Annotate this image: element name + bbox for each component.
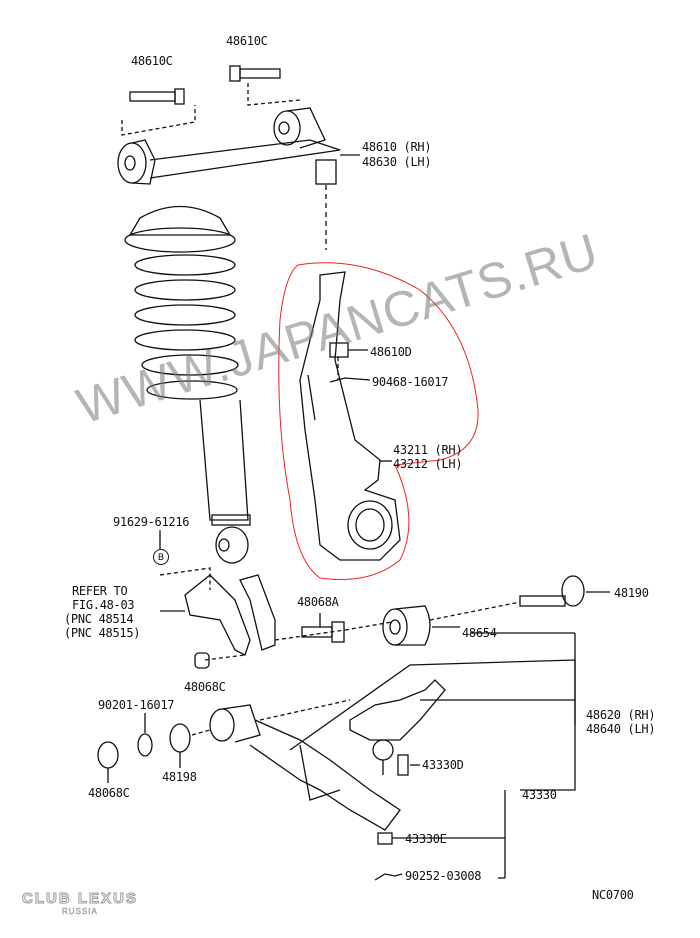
- label-48640-lh: 48640 (LH): [586, 722, 656, 736]
- refer-line-3: (PNC 48514: [64, 612, 134, 626]
- label-48610d: 48610D: [370, 345, 412, 359]
- club-lexus-logo: CLUB LEXUS RUSSIA: [22, 890, 138, 917]
- label-91629-61216: 91629-61216: [113, 515, 190, 529]
- lower-control-arm: [209, 632, 576, 881]
- label-48620-rh: 48620 (RH): [586, 708, 656, 722]
- label-90468-16017: 90468-16017: [372, 375, 449, 389]
- label-43211-rh: 43211 (RH): [393, 443, 463, 457]
- label-48610-rh: 48610 (RH): [362, 140, 432, 154]
- diagram-code: NC0700: [592, 888, 634, 902]
- label-43212-lh: 43212 (LH): [393, 457, 463, 471]
- refer-line-1: REFER TO: [72, 584, 128, 598]
- label-48610c-left: 48610C: [131, 54, 173, 68]
- upper-bolt-left: [121, 88, 196, 136]
- refer-line-4: (PNC 48515): [64, 626, 141, 640]
- bolt-48190: [519, 575, 610, 607]
- label-48630-lh: 48630 (LH): [362, 155, 432, 169]
- coil-spring-strut: [124, 205, 251, 590]
- label-48190: 48190: [614, 586, 649, 600]
- bushing-48654: [382, 601, 521, 646]
- logo-line-2: RUSSIA: [62, 907, 98, 917]
- upper-bolt-right: [229, 65, 301, 106]
- logo-line-1: CLUB LEXUS: [22, 890, 138, 908]
- refer-line-2: FIG.48-03: [72, 598, 135, 612]
- label-90201-16017: 90201-16017: [98, 698, 175, 712]
- b-badge: B: [153, 549, 169, 565]
- steering-knuckle: [299, 271, 401, 561]
- bracket: [160, 574, 346, 661]
- small-hardware: [97, 652, 211, 783]
- label-48068a: 48068A: [297, 595, 339, 609]
- label-48198: 48198: [162, 770, 197, 784]
- label-43330d: 43330D: [422, 758, 464, 772]
- bolt-48068a: [301, 613, 393, 643]
- label-48610c-right: 48610C: [226, 34, 268, 48]
- label-48068c-lower: 48068C: [88, 786, 130, 800]
- knuckle-highlight: [278, 262, 479, 581]
- upper-control-arm: [117, 107, 360, 250]
- label-48654: 48654: [462, 626, 497, 640]
- label-43330: 43330: [522, 788, 557, 802]
- label-48068c-upper: 48068C: [184, 680, 226, 694]
- label-90252-03008: 90252-03008: [405, 869, 482, 883]
- label-43330e: 43330E: [405, 832, 447, 846]
